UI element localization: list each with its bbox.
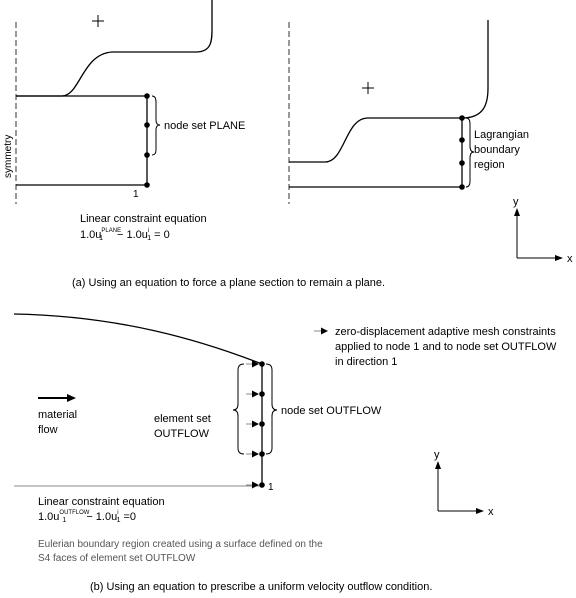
node-dot [459, 115, 465, 121]
panel-b-mesh: 1 node set OUTFLOW element set OUTFLOW m… [13, 313, 559, 564]
panel-a-left-mesh: symmetry 1 node set PLANE Linear constra… [3, 0, 245, 242]
constraint-title-a: Linear constraint equation [80, 213, 207, 225]
panel-a-right-mesh: Lagrangian boundary region y x [288, 20, 573, 265]
symmetry-label: symmetry [3, 135, 14, 178]
eulerian-note: Eulerian boundary region created using a… [38, 539, 325, 564]
upper-boundary-curve-right [289, 20, 489, 163]
constraint-arrow-icon [321, 327, 328, 335]
constraint-arrow-icon [252, 450, 259, 458]
upper-free-surface [13, 313, 263, 365]
node-set-plane-label: node set PLANE [164, 120, 245, 132]
lagrangian-label: Lagrangian boundary region [474, 129, 532, 171]
axes-indicator-b: y x [434, 449, 494, 518]
node-dot [144, 122, 150, 128]
x-axis-label: x [488, 506, 494, 518]
constraint-arrow-icon [252, 360, 259, 368]
axes-indicator-a: y x [513, 196, 573, 265]
node-dot [459, 184, 465, 190]
node-1-dot [144, 182, 150, 188]
node-dot [259, 451, 265, 457]
x-arrowhead [555, 255, 563, 261]
upper-boundary-curve [16, 0, 213, 97]
caption-a: (a) Using an equation to force a plane s… [72, 277, 385, 289]
node-set-outflow-brace [265, 363, 278, 455]
constraint-arrow-icon [252, 390, 259, 398]
y-axis-label: y [513, 196, 519, 208]
node-dot [144, 152, 150, 158]
node-dot [459, 137, 465, 143]
node-dot [459, 160, 465, 166]
caption-b: (b) Using an equation to prescribe a uni… [90, 581, 432, 593]
node-dot [144, 93, 150, 99]
x-axis-label: x [567, 253, 573, 265]
y-arrowhead [514, 208, 520, 216]
element-set-brace [232, 363, 245, 455]
y-arrowhead [435, 461, 441, 469]
material-flow-label: material flow [38, 409, 80, 436]
y-axis-label: y [434, 449, 440, 461]
constraint-title-b: Linear constraint equation [38, 496, 165, 508]
element-set-label: element set OUTFLOW [154, 413, 214, 440]
constraint-arrow-icon [252, 481, 259, 489]
node-dot [259, 391, 265, 397]
lagrangian-brace [465, 117, 475, 188]
node-set-outflow-label: node set OUTFLOW [281, 405, 382, 417]
constraint-arrow-icon [252, 420, 259, 428]
node-dot [259, 421, 265, 427]
x-arrowhead [476, 508, 484, 514]
constraint-arrows [246, 360, 259, 489]
legend-text: zero-displacement adaptive mesh constrai… [335, 326, 559, 368]
node-dot [259, 361, 265, 367]
legend: zero-displacement adaptive mesh constrai… [314, 326, 559, 368]
node-1-dot [259, 482, 265, 488]
node-1-label: 1 [133, 189, 139, 200]
material-flow-arrowhead [67, 394, 76, 402]
node-set-plane-brace [151, 95, 161, 156]
node-1-label: 1 [268, 482, 274, 493]
